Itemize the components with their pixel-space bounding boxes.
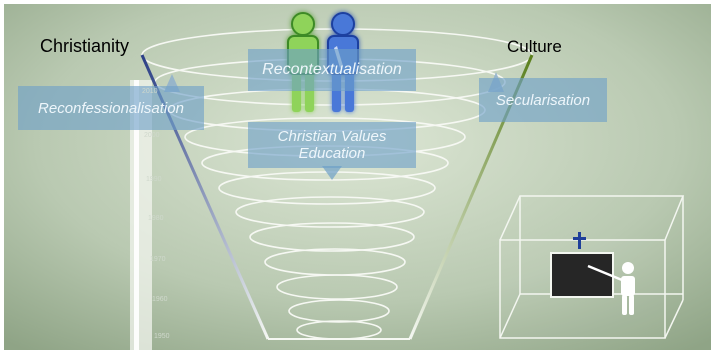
recontextualisation-panel: Recontextualisation [248, 49, 416, 91]
cross-icon [573, 232, 586, 249]
reconfessionalisation-panel: Reconfessionalisation [18, 86, 204, 130]
funnel-ring [235, 196, 425, 228]
funnel-ring [276, 274, 398, 300]
teacher-icon [587, 262, 635, 315]
timeline-year-label: 1980 [148, 215, 164, 222]
timeline-year-label: 2000 [144, 132, 160, 139]
values-line-2: Education [298, 145, 366, 162]
values-line-1: Christian Values [277, 128, 387, 145]
timeline-year-label: 2010 [142, 88, 158, 95]
timeline-highlight [134, 80, 139, 354]
blackboard [550, 252, 614, 298]
secularisation-panel: Secularisation [479, 78, 607, 122]
funnel-ring [249, 222, 415, 252]
timeline-year-label: 1950 [154, 333, 170, 340]
panel-pointer-icon [322, 166, 342, 180]
timeline-year-label: 1960 [152, 296, 168, 303]
christian-values-education-panel: Christian Values Education [248, 122, 416, 168]
timeline-year-label: 1970 [150, 256, 166, 263]
culture-label: Culture [507, 37, 562, 56]
christianity-label: Christianity [40, 36, 130, 56]
funnel-ring [288, 299, 390, 323]
timeline-year-label: 1990 [146, 176, 162, 183]
